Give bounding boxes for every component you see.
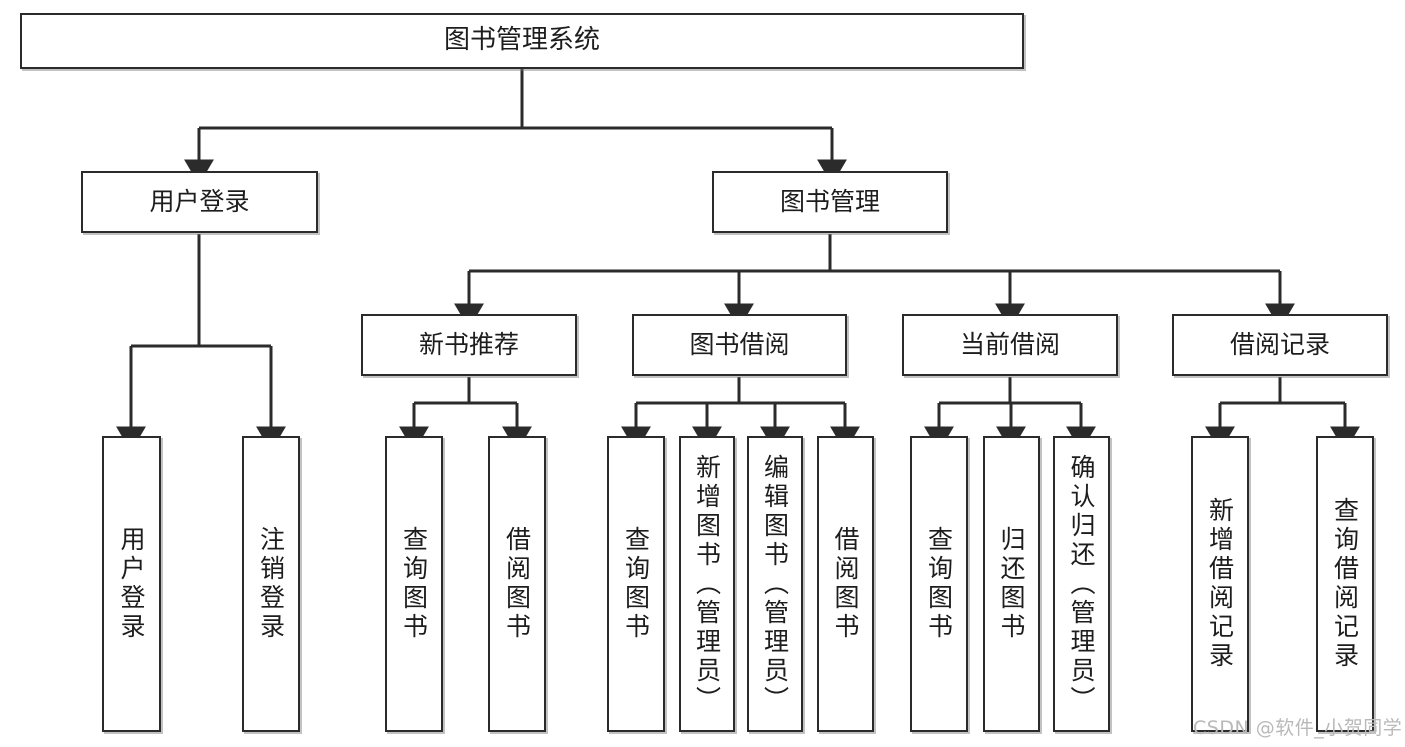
node-label: 归还图书 — [997, 526, 1026, 642]
csdn-watermark: CSDN @软件_小贺同学 — [1193, 717, 1403, 739]
node-label: 借阅记录 — [1229, 330, 1330, 359]
node-label: 确认归还（管理员） — [1067, 453, 1096, 715]
node-current-borrow[interactable]: 当前借阅 — [902, 314, 1118, 376]
node-label: 编辑图书（管理员） — [760, 453, 790, 715]
node-leaf-query-book-2[interactable]: 查询图书 — [607, 436, 665, 732]
node-leaf-user-login[interactable]: 用户登录 — [102, 436, 161, 732]
node-new-book-recommend[interactable]: 新书推荐 — [361, 314, 577, 376]
node-label: 借阅图书 — [831, 526, 860, 642]
node-leaf-logout-login[interactable]: 注销登录 — [242, 436, 300, 732]
node-book-borrow[interactable]: 图书借阅 — [632, 314, 847, 376]
node-leaf-add-borrow-record[interactable]: 新增借阅记录 — [1191, 436, 1249, 732]
node-root-book-management-system[interactable]: 图书管理系统 — [20, 13, 1024, 69]
node-book-management[interactable]: 图书管理 — [712, 171, 948, 233]
node-label: 注销登录 — [256, 526, 286, 642]
node-label: 新增借阅记录 — [1205, 497, 1235, 671]
node-leaf-borrow-book-1[interactable]: 借阅图书 — [488, 436, 546, 732]
node-label: 查询图书 — [621, 526, 651, 642]
node-label: 查询图书 — [924, 526, 954, 642]
node-label: 图书管理 — [779, 187, 880, 216]
node-leaf-query-book-1[interactable]: 查询图书 — [385, 436, 443, 732]
node-leaf-add-book[interactable]: 新增图书（管理员） — [679, 436, 735, 732]
node-label: 查询借阅记录 — [1330, 497, 1360, 671]
node-label: 用户登录 — [149, 187, 250, 216]
node-label: 新增图书（管理员） — [692, 453, 722, 715]
node-label: 图书管理系统 — [443, 25, 600, 56]
node-label: 当前借阅 — [959, 330, 1060, 359]
node-leaf-query-book-3[interactable]: 查询图书 — [910, 436, 968, 732]
node-label: 查询图书 — [399, 526, 429, 642]
node-label: 借阅图书 — [502, 526, 532, 642]
node-leaf-borrow-book-2[interactable]: 借阅图书 — [817, 436, 874, 732]
node-leaf-confirm-return[interactable]: 确认归还（管理员） — [1053, 436, 1110, 732]
node-label: 图书借阅 — [689, 330, 790, 359]
node-leaf-edit-book[interactable]: 编辑图书（管理员） — [747, 436, 803, 732]
node-label: 新书推荐 — [418, 330, 519, 359]
node-leaf-return-book[interactable]: 归还图书 — [983, 436, 1040, 732]
node-user-login[interactable]: 用户登录 — [81, 171, 318, 233]
node-leaf-query-borrow-record[interactable]: 查询借阅记录 — [1316, 436, 1374, 732]
node-borrow-record[interactable]: 借阅记录 — [1172, 314, 1388, 376]
node-label: 用户登录 — [117, 526, 146, 642]
